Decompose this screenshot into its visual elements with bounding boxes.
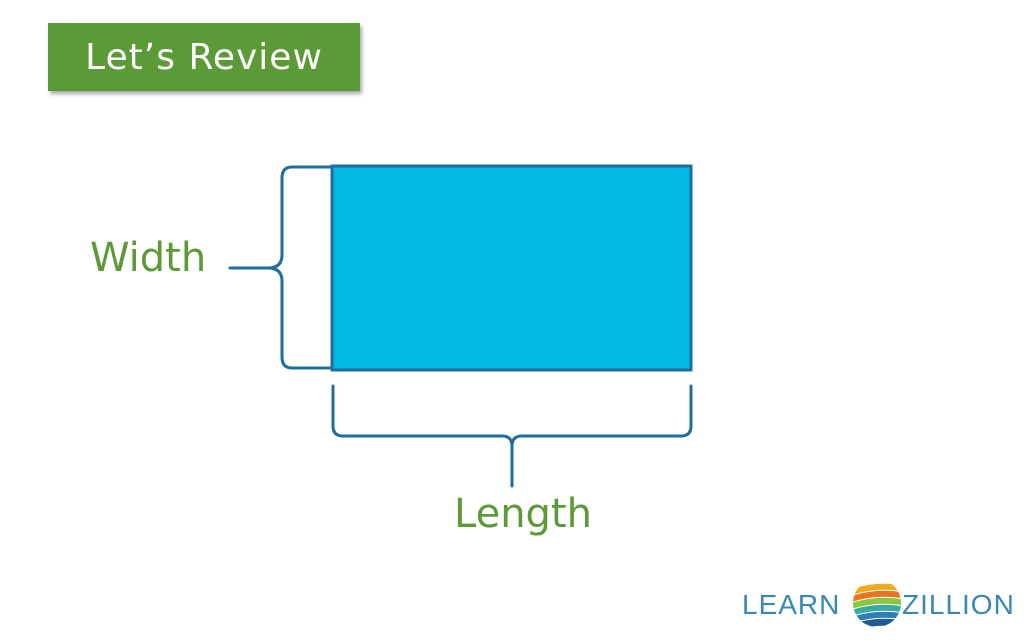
rectangle-shape <box>330 164 693 372</box>
length-label: Length <box>454 491 592 537</box>
width-brace <box>228 165 332 370</box>
length-brace <box>331 384 693 488</box>
width-label: Width <box>90 235 207 281</box>
title-banner: Let’s Review <box>48 23 360 91</box>
striped-globe-icon <box>853 579 901 627</box>
logo-text-learn: LEARN <box>742 589 841 620</box>
logo-text-zillion: ZILLION <box>902 589 1015 620</box>
banner-title: Let’s Review <box>85 36 323 78</box>
learnzillion-logo: LEARN ZILLION <box>742 577 1014 629</box>
